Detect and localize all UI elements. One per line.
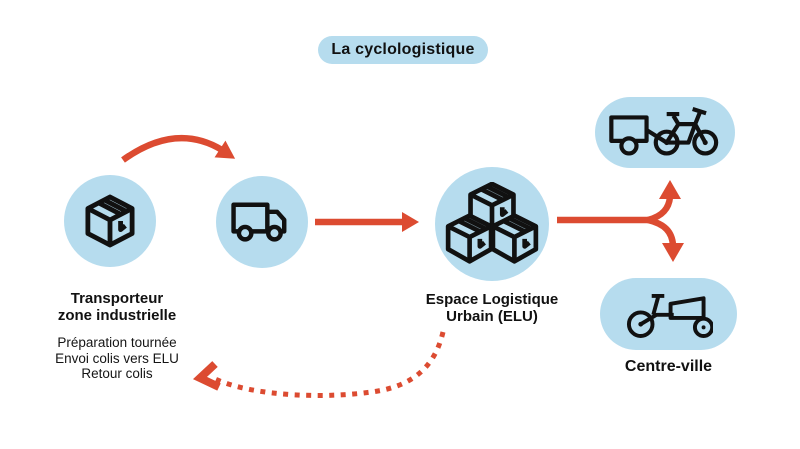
package-icon	[85, 194, 135, 248]
parcel-stack-icon	[445, 182, 539, 266]
detail-line: Préparation tournée	[57, 335, 177, 350]
diagram-title-badge: La cyclologistique	[318, 36, 488, 64]
node-elu	[435, 167, 549, 281]
label-elu: Espace Logistique Urbain (ELU)	[398, 291, 586, 325]
node-velo-remorque	[595, 97, 735, 168]
arrow-truck-to-elu	[315, 212, 419, 232]
cargo-bike-icon	[626, 293, 713, 338]
transporteur-details: Préparation tournée Envoi colis vers ELU…	[17, 335, 217, 382]
detail-line: Envoi colis vers ELU	[55, 350, 179, 366]
bike-trailer-icon	[609, 107, 719, 156]
label-centre-ville: Centre-ville	[624, 358, 713, 375]
node-cargo-bike	[600, 278, 737, 350]
node-transporteur	[64, 175, 156, 267]
label-transporteur-line1: Transporteur	[70, 290, 164, 307]
arrow-pickup-curve	[121, 134, 236, 163]
label-transporteur: Transporteur zone industrielle	[27, 290, 207, 324]
arrow-return-dotted	[192, 331, 446, 398]
label-transporteur-line2: zone industrielle	[57, 307, 177, 324]
label-elu-line2: Urbain (ELU)	[446, 308, 538, 325]
label-elu-line1: Espace Logistique	[425, 291, 559, 308]
node-camion	[216, 176, 308, 268]
truck-icon	[231, 202, 287, 242]
diagram-title: La cyclologistique	[331, 41, 475, 58]
arrow-elu-split	[557, 180, 684, 262]
detail-line: Retour colis	[81, 366, 153, 381]
